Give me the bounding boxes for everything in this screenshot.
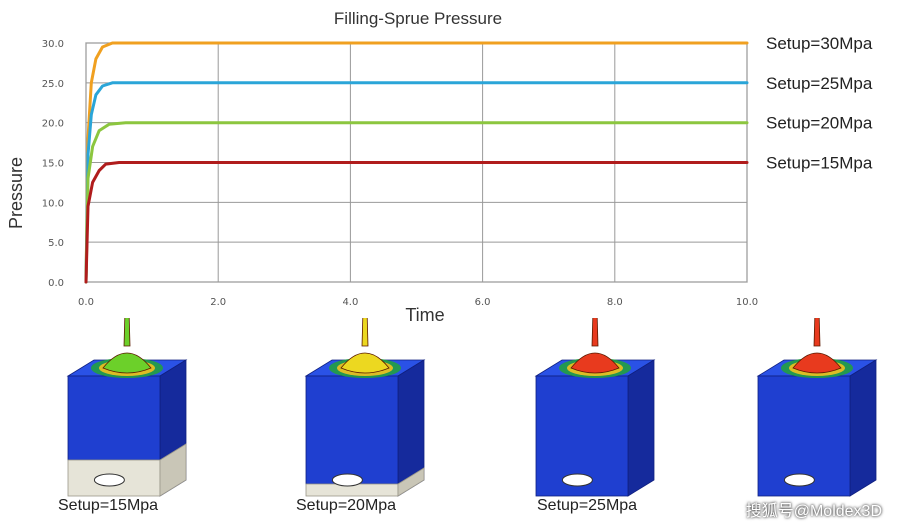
part-hole (561, 473, 593, 487)
x-tick-label: 2.0 (210, 297, 226, 308)
y-tick-label: 5.0 (48, 238, 64, 249)
sprue-base (340, 352, 390, 374)
part-side-unfilled (397, 467, 425, 497)
part-image-20mpa (278, 318, 448, 498)
y-tick-label: 15.0 (42, 159, 64, 170)
caption-15mpa: Setup=15Mpa (58, 497, 159, 514)
part-side-face (849, 359, 877, 497)
part-side-unfilled (159, 443, 187, 497)
legend-entry: Setup=25Mpa (766, 74, 873, 93)
series-lines (84, 41, 749, 284)
part-front-filled (305, 375, 399, 485)
molded-part-15mpa (66, 318, 188, 497)
sprue-base (792, 352, 842, 374)
legend: Setup=30MpaSetup=25MpaSetup=20MpaSetup=1… (766, 34, 873, 173)
molded-part-25mpa (534, 318, 656, 497)
molded-part-20mpa (304, 318, 426, 497)
caption-20mpa: Setup=20Mpa (296, 497, 397, 514)
sprue-base (102, 352, 152, 374)
y-tick-label: 20.0 (42, 119, 64, 130)
x-axis-label: Time (405, 305, 444, 325)
sprue-stem (361, 318, 369, 347)
y-tick-label: 0.0 (48, 278, 64, 289)
part-hole (93, 473, 125, 487)
x-tick-label: 6.0 (475, 297, 491, 308)
part-hole (783, 473, 815, 487)
part-image-15mpa (40, 318, 210, 498)
series-line (84, 81, 749, 284)
chart-title: Filling-Sprue Pressure (334, 9, 502, 28)
y-tick-labels: 0.0 5.0 10.0 15.0 20.0 25.0 30.0 (42, 39, 64, 289)
x-tick-label: 4.0 (342, 297, 358, 308)
part-image-30mpa (730, 318, 900, 498)
legend-entry: Setup=20Mpa (766, 114, 873, 133)
sprue-base (570, 352, 620, 374)
legend-entry: Setup=15Mpa (766, 154, 873, 173)
part-front-filled (67, 375, 161, 461)
watermark: 搜狐号@Moldex3D (745, 503, 882, 520)
y-tick-label: 30.0 (42, 39, 64, 50)
part-image-25mpa (508, 318, 678, 498)
pressure-chart: Filling-Sprue Pressure 0.0 5.0 10.0 15.0 20.… (6, 9, 873, 325)
y-tick-label: 10.0 (42, 198, 64, 209)
y-tick-label: 25.0 (42, 79, 64, 90)
sprue-stem (123, 318, 131, 347)
y-axis-label: Pressure (6, 157, 26, 229)
x-tick-label: 8.0 (607, 297, 623, 308)
molded-part-30mpa (756, 318, 878, 497)
series-line (84, 161, 749, 284)
x-tick-label: 10.0 (736, 297, 758, 308)
part-side-face (627, 359, 655, 497)
caption-25mpa: Setup=25Mpa (537, 497, 638, 514)
sprue-stem (591, 318, 599, 347)
sprue-stem (813, 318, 821, 347)
x-tick-label: 0.0 (78, 297, 94, 308)
series-line (84, 121, 749, 284)
x-tick-labels: 0.0 2.0 4.0 6.0 8.0 10.0 (78, 297, 758, 308)
legend-entry: Setup=30Mpa (766, 34, 873, 53)
part-hole (331, 473, 363, 487)
